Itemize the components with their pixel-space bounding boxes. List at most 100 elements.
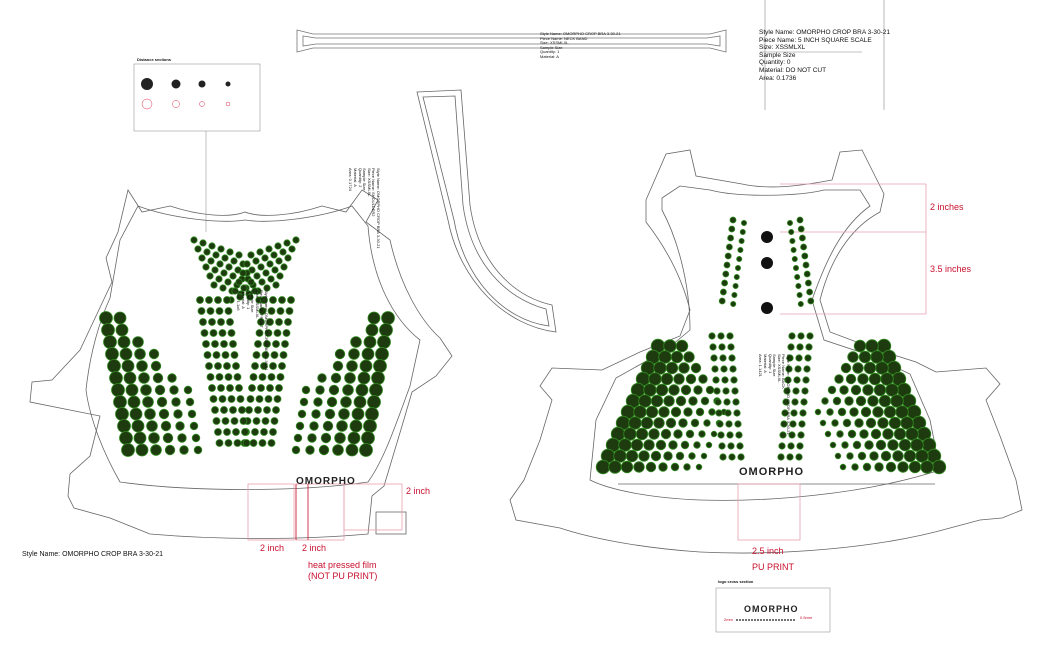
pattern-dot (680, 384, 692, 396)
pattern-dot (235, 251, 243, 259)
right-piece-info: Style Name: OMORPHO CROP BRA 3-30-21 Pie… (758, 354, 791, 435)
pattern-dot (643, 439, 655, 451)
scale-line: Piece Name: 5 INCH SQUARE SCALE (759, 36, 872, 44)
pattern-dot (117, 335, 131, 349)
logo-sample-right-mark: 0.5mm (800, 615, 813, 620)
pattern-dot (196, 296, 204, 304)
pattern-dot (189, 421, 199, 431)
pattern-dot (254, 340, 262, 348)
pattern-dot (675, 395, 687, 407)
pattern-dot (209, 395, 218, 403)
pattern-dot (658, 406, 670, 418)
pattern-dot (171, 397, 181, 407)
pattern-dot (215, 373, 224, 381)
pattern-dot (693, 441, 701, 449)
pattern-dot (660, 372, 674, 386)
pattern-dot (668, 440, 678, 450)
pattern-dot (270, 351, 279, 359)
pattern-dot (219, 284, 227, 292)
pattern-dot (231, 287, 239, 295)
pattern-dot (183, 385, 193, 395)
pattern-dot (655, 383, 669, 397)
pattern-dot (872, 406, 884, 418)
pattern-dot (792, 387, 800, 395)
pattern-dot (787, 219, 794, 226)
pattern-dot (115, 407, 129, 421)
pattern-dot (226, 248, 234, 256)
neck-band-line: Style Name: OMORPHO CROP BRA 3-30-21 (540, 31, 621, 36)
pattern-dot (673, 429, 683, 439)
pattern-dot (685, 373, 697, 385)
pattern-dot (276, 272, 284, 280)
pattern-dot (713, 387, 721, 395)
snap-marker-top (761, 231, 773, 243)
pattern-dot (247, 278, 255, 286)
pattern-dot (260, 428, 268, 436)
pattern-dot (255, 329, 264, 337)
pattern-dot (814, 408, 822, 416)
pattern-dot (903, 449, 917, 463)
pattern-dot (715, 409, 723, 417)
pattern-dot (272, 281, 280, 289)
pattern-dot (786, 354, 794, 362)
pattern-dot (154, 384, 166, 396)
pattern-dot (226, 384, 234, 392)
distance-sample-marks (141, 98, 231, 110)
shoulder-line: Style Name: OMORPHO CROP BRA 3-30-21 (376, 168, 381, 249)
pattern-dot (229, 340, 237, 348)
snap-marker-middle (761, 257, 773, 269)
pattern-dot (718, 343, 726, 351)
scale-line: Area: 0.1736 (759, 74, 797, 82)
pattern-dot (305, 445, 315, 455)
pattern-dot (840, 362, 852, 374)
pattern-dot (264, 329, 273, 337)
pattern-dot (650, 394, 664, 408)
pattern-dot (695, 463, 703, 471)
pattern-dot (138, 372, 150, 384)
pattern-dot (726, 332, 734, 340)
pattern-dot (883, 405, 897, 419)
pattern-dot (726, 243, 733, 251)
pattern-dot (630, 438, 644, 452)
pattern-dot (800, 243, 807, 251)
pattern-dot (127, 395, 141, 409)
pattern-dot (379, 323, 393, 337)
pattern-dot (728, 225, 736, 233)
pattern-dot (199, 239, 207, 247)
pattern-dot (868, 372, 882, 386)
pattern-dot (326, 396, 338, 408)
right-piece-line: Area: 1.1421 (758, 354, 764, 377)
pattern-dot (739, 228, 746, 235)
pattern-dot (836, 430, 844, 438)
pattern-dot (361, 347, 375, 361)
pattern-dot (665, 361, 679, 375)
pattern-dot (655, 439, 667, 451)
pattern-dot (297, 409, 307, 419)
pattern-dot (247, 251, 255, 259)
pattern-dot (107, 359, 121, 373)
pattern-dot (334, 348, 346, 360)
pattern-dot (260, 362, 268, 370)
pattern-dot (648, 428, 660, 440)
pattern-dot (870, 428, 882, 440)
pattern-dot (132, 336, 144, 348)
shoulder-piece (416, 89, 557, 333)
pattern-dot (690, 418, 700, 428)
pattern-dot (700, 452, 708, 460)
pattern-dot (719, 453, 727, 461)
pattern-dot (148, 432, 160, 444)
dim-left-height: 2 inch (406, 486, 431, 496)
pattern-dot (274, 242, 282, 250)
pattern-dot (206, 307, 215, 315)
pattern-dot (251, 287, 259, 295)
pattern-dot (375, 347, 389, 361)
pattern-dot (845, 373, 857, 385)
pattern-dot (285, 307, 294, 315)
pattern-dot (103, 335, 117, 349)
pattern-dot (795, 354, 803, 362)
pattern-dot (160, 420, 172, 432)
pattern-dot (787, 343, 795, 351)
neck-band-piece (296, 29, 727, 53)
pattern-dot (359, 443, 373, 457)
pattern-dot (893, 427, 907, 441)
